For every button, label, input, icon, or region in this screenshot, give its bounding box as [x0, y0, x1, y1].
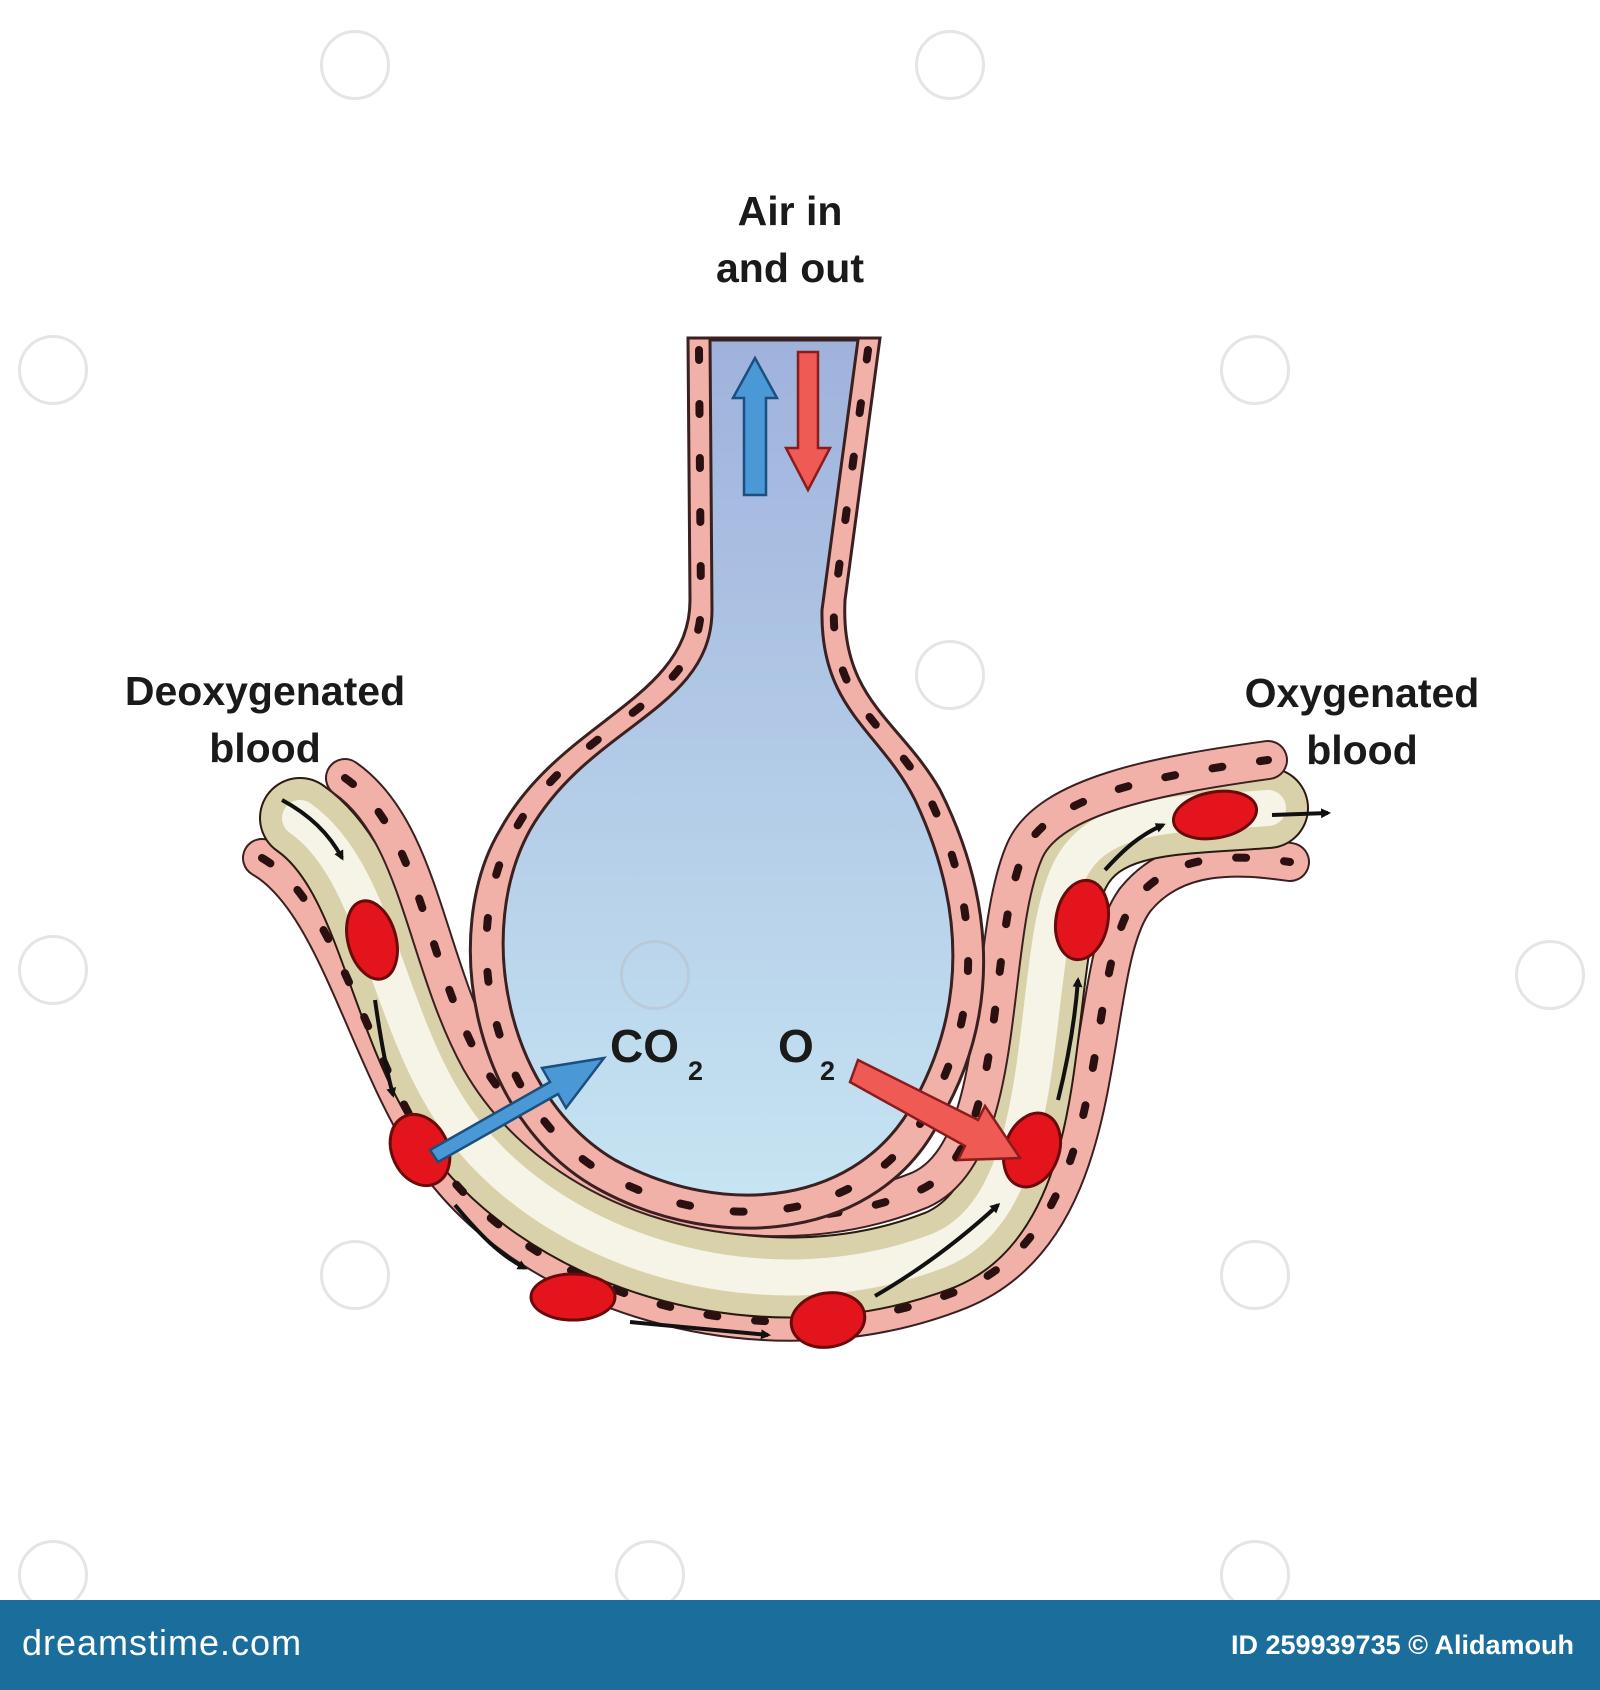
flow-arrow-icon [873, 1202, 1001, 1298]
o2-diffusion-arrow-icon [848, 1058, 1023, 1162]
flow-arrows [281, 798, 1331, 1340]
alveolus-air [501, 338, 955, 1197]
deoxygenated-label-line2: blood [209, 725, 321, 771]
o2-label-main: O [778, 1020, 814, 1072]
red-blood-cell [529, 1272, 617, 1322]
air-label-line2: and out [716, 245, 864, 291]
red-blood-cell [789, 1291, 867, 1349]
red-blood-cell [1053, 878, 1111, 962]
flow-arrow-icon [1056, 977, 1083, 1101]
watermark-icon [320, 1240, 390, 1310]
co2-diffusion-arrow-icon [428, 1056, 607, 1164]
watermark-icon [1515, 940, 1585, 1010]
footer-bar: dreamstime.com ID 259939735 © Alidamouh [0, 1600, 1600, 1690]
co2-label: CO 2 [610, 1020, 703, 1086]
watermark-icon [18, 935, 88, 1005]
alveolus-nuclei [482, 346, 973, 1216]
o2-label-sub: 2 [820, 1056, 835, 1086]
co2-label-main: CO [610, 1020, 679, 1072]
flow-arrow-icon [629, 1320, 771, 1340]
flow-arrow-icon [373, 999, 397, 1098]
oxygenated-label-line1: Oxygenated [1245, 670, 1480, 716]
flow-arrow-icon [453, 1203, 528, 1270]
red-blood-cell [1171, 789, 1259, 841]
alveolus [468, 336, 986, 1230]
watermark-icon [1220, 1240, 1290, 1310]
flow-arrow-icon [1103, 823, 1166, 872]
air-label-line1: Air in [738, 188, 843, 234]
watermark-icon [915, 640, 985, 710]
red-blood-cells [345, 789, 1259, 1349]
flow-arrow-icon [1271, 808, 1331, 819]
red-blood-cell [345, 899, 399, 981]
watermark-icon [915, 30, 985, 100]
o2-label: O 2 [778, 1020, 835, 1086]
oxygenated-label-line2: blood [1306, 727, 1418, 773]
co2-label-sub: 2 [688, 1056, 703, 1086]
blue-up-arrow-icon [730, 355, 780, 497]
flow-arrow-icon [281, 798, 344, 861]
watermark-icon [620, 940, 690, 1010]
alveolus-diagram: Air in and out Deoxygenated blood Oxygen… [125, 188, 1480, 1349]
red-blood-cell [388, 1112, 452, 1188]
footer-credit: ID 259939735 © Alidamouh [1230, 1630, 1574, 1660]
deoxygenated-label-line1: Deoxygenated [125, 668, 405, 714]
watermark-icon [320, 30, 390, 100]
watermark-icon [18, 335, 88, 405]
footer-brand: dreamstime.com [22, 1622, 303, 1663]
watermark-icon [1220, 335, 1290, 405]
red-down-arrow-icon [783, 350, 833, 493]
